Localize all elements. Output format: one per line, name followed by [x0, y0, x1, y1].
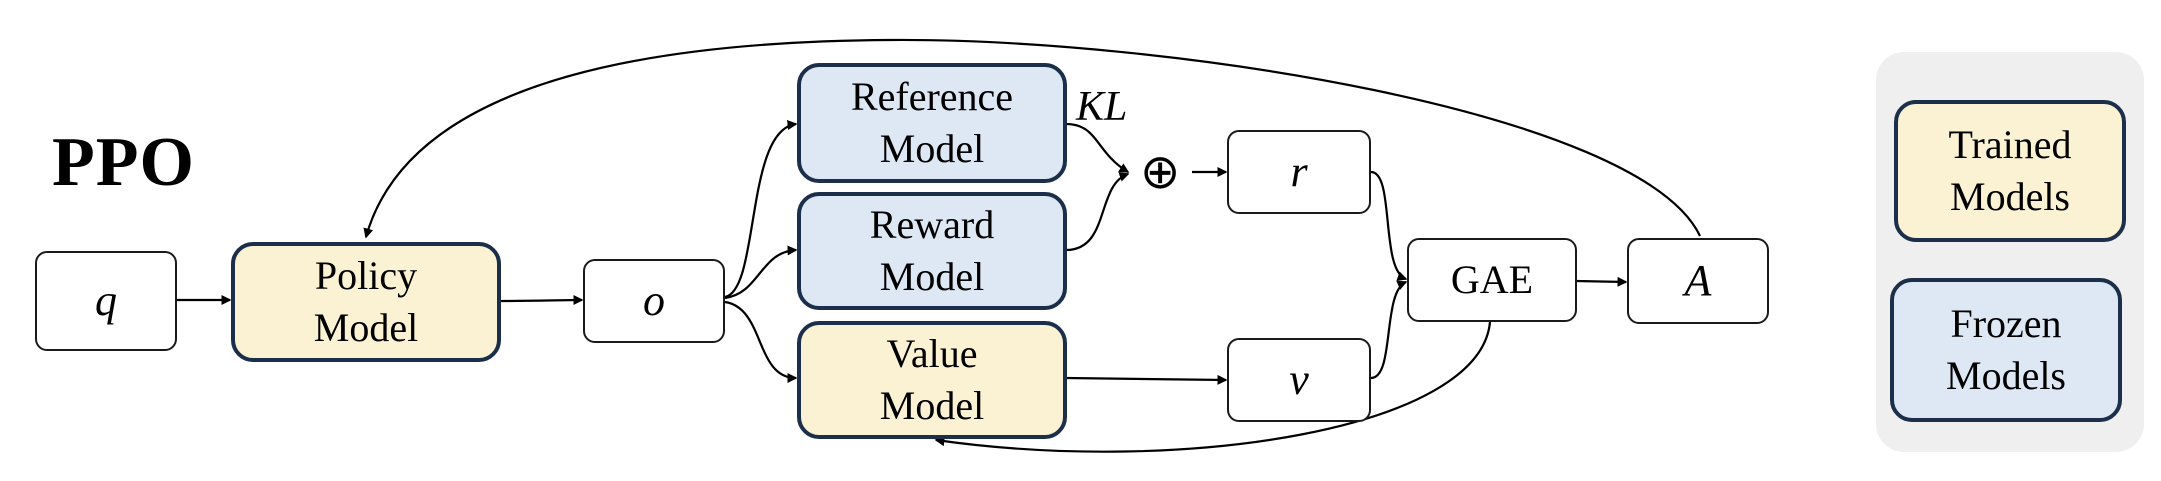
node-reference-model: Reference Model: [797, 63, 1067, 183]
node-reference-model-label: Reference Model: [850, 74, 1014, 171]
edge-gae-a: [1575, 276, 1628, 287]
edge-a-policy: [363, 38, 1701, 239]
node-v-label: v: [1289, 355, 1309, 405]
page-title: PPO: [52, 124, 195, 201]
edge-v-gae: [1370, 280, 1408, 380]
node-r-label: r: [1290, 147, 1308, 197]
node-q-label: q: [95, 276, 117, 326]
node-v: v: [1227, 338, 1371, 422]
edge-gae-value: [934, 321, 1492, 453]
node-r: r: [1227, 130, 1371, 214]
edge-value-v: [1065, 374, 1228, 385]
legend-trained-label: Trained Models: [1948, 122, 2072, 219]
edge-o-reward: [724, 245, 798, 300]
edge-o-reference: [724, 120, 798, 299]
edge-reward-combine: [1065, 172, 1130, 252]
edge-r-gae: [1370, 170, 1408, 281]
legend-frozen-label: Frozen Models: [1946, 301, 2066, 398]
node-reward-model-label: Reward Model: [869, 202, 995, 299]
kl-label: KL: [1076, 84, 1128, 130]
node-o-label: o: [643, 276, 665, 326]
node-a-label: A: [1684, 256, 1712, 306]
node-a: A: [1627, 238, 1769, 324]
edge-policy-o: [499, 295, 584, 306]
edge-reference-combine: [1065, 122, 1130, 173]
node-value-model: Value Model: [797, 321, 1067, 439]
edge-o-value: [724, 300, 798, 383]
legend-frozen: Frozen Models: [1890, 278, 2122, 422]
node-policy-model-label: Policy Model: [313, 253, 419, 350]
combine-operator: ⊕: [1140, 144, 1181, 200]
node-policy-model: Policy Model: [231, 242, 501, 362]
node-reward-model: Reward Model: [797, 192, 1067, 310]
node-q: q: [35, 251, 177, 351]
node-o: o: [583, 259, 725, 343]
node-value-model-label: Value Model: [879, 331, 985, 428]
node-gae-label: GAE: [1450, 257, 1534, 302]
node-gae: GAE: [1407, 238, 1577, 322]
legend-trained: Trained Models: [1894, 100, 2126, 242]
